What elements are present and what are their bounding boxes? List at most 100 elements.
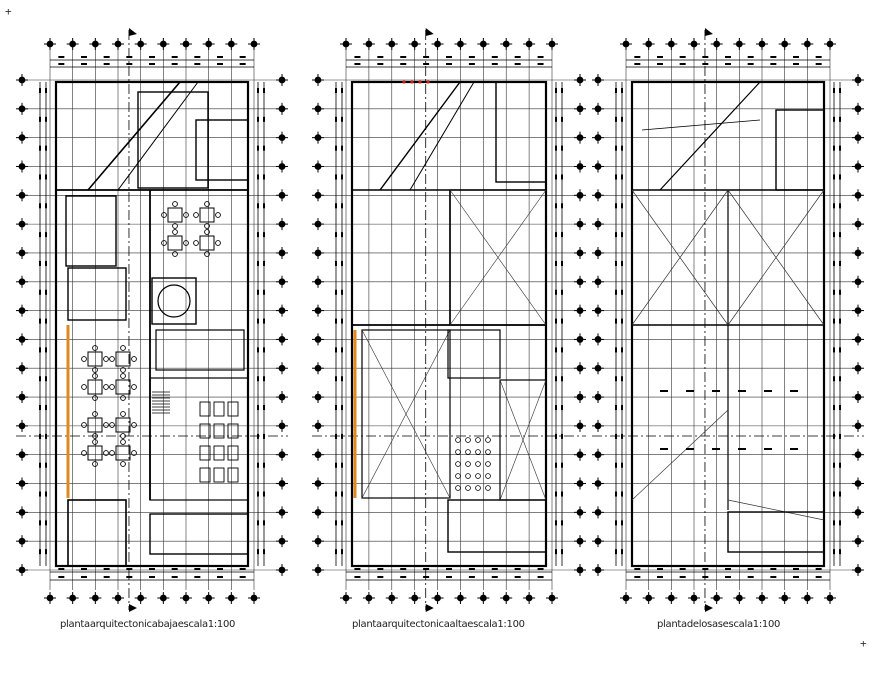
dimension-tick [712,448,720,450]
dimension-tick [446,568,452,570]
chair [183,240,189,246]
dimension-tick [39,203,41,209]
chair [172,223,178,229]
dimension-tick [764,390,772,392]
dimension-tick [45,462,47,468]
dimension-tick [621,318,623,324]
dimension-tick [194,568,201,570]
dimension-tick [341,174,343,180]
chair [193,240,199,246]
dimension-tick [679,576,686,578]
dimension-tick [537,63,544,65]
dimension-tick [39,88,41,93]
chair [131,450,137,456]
dimension-tick [555,145,557,151]
dimension-tick [257,232,259,238]
dimension-tick [555,491,557,497]
chair [109,356,115,362]
dimension-tick [793,568,799,570]
dimension-tick [171,576,178,578]
dimension-tick [354,576,361,578]
dimension-tick [833,318,835,324]
dimension-tick [514,56,521,58]
plan-roof-slabs [592,28,864,612]
dimension-tick [341,549,343,555]
dimension-tick [45,405,47,411]
chair [103,450,109,456]
dimension-tick [839,260,841,266]
dimension-tick [263,318,265,324]
dimension-tick [263,520,265,526]
dimension-tick [833,203,835,209]
dimension-tick [738,448,746,450]
dimension-tick [839,174,841,180]
dimension-tick [39,116,41,122]
dimension-tick [634,63,641,65]
chair [131,422,137,428]
dimension-tick [58,63,65,65]
seat [455,437,461,443]
dimension-tick [263,549,265,555]
chair [92,461,98,467]
chair [103,384,109,390]
chair [120,345,126,351]
dimension-tick [263,347,265,353]
dimension-tick [45,232,47,238]
dimension-tick [839,405,841,411]
dimension-tick [555,376,557,382]
dimension-tick [335,318,337,324]
dimension-tick [657,576,663,578]
dimension-tick [45,116,47,122]
table [115,379,131,395]
dimension-tick [263,289,265,295]
slope-line [727,499,825,521]
dimension-tick [621,433,623,439]
dimension-tick [839,145,841,151]
dimension-tick [615,289,617,295]
dimension-tick [239,576,246,578]
dimension-tick [621,232,623,238]
section-arrow [704,604,713,612]
dimension-tick [621,203,623,209]
dimension-tick [45,433,47,439]
dimension-tick [45,260,47,266]
dimension-tick [839,203,841,209]
dimension-tick [657,568,663,570]
dimension-tick [103,576,110,578]
dimension-tick [621,289,623,295]
dimension-tick [561,520,563,526]
chair [120,367,126,373]
furniture-block [199,401,211,417]
caption-ground-floor-plan: plantaarquitectonicabajaescala1:100 [60,619,236,630]
dimension-tick [335,232,337,238]
dimension-tick [257,491,259,497]
furniture-block [199,423,211,439]
dimension-tick [555,347,557,353]
dimension-tick [615,174,617,180]
dimension-tick [634,56,641,58]
dimension-tick [103,56,110,58]
dimension-tick [615,145,617,151]
dimension-tick [555,174,557,180]
dimension-tick [239,63,246,65]
chair [103,356,109,362]
seat [475,473,481,479]
dimension-tick [377,56,384,58]
dimension-tick [39,174,41,180]
table [87,417,103,433]
chair [120,373,126,379]
dimension-tick [39,462,41,468]
dimension-tick [400,56,407,58]
dimension-tick [257,260,259,266]
dimension-tick [126,568,133,570]
dimension-tick [514,568,521,570]
chair [131,356,137,362]
dimension-tick [839,289,841,295]
chair [215,240,221,246]
dimension-tick [725,63,731,65]
furniture-block [213,445,225,461]
chair [92,367,98,373]
dimension-tick [833,174,835,180]
chair [120,439,126,445]
